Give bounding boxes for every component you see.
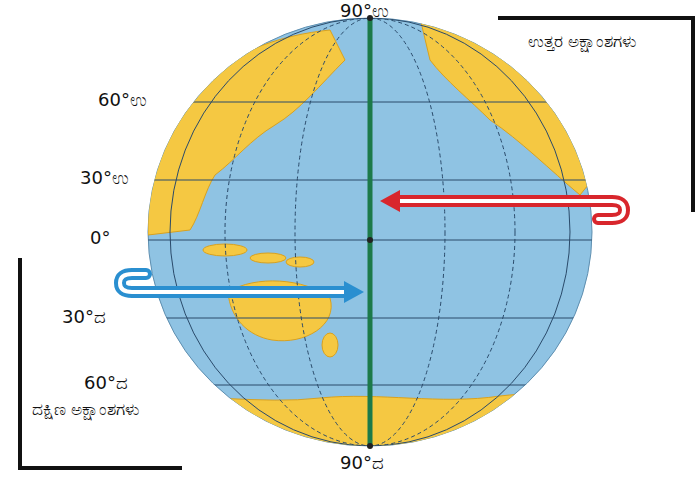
north-bracket	[498, 18, 693, 212]
island	[250, 253, 286, 263]
red-arrowhead	[380, 190, 400, 212]
hemisphere-label: ಉತ್ತರ ಅಕ್ಷಾಂಶಗಳು	[528, 30, 658, 53]
hemisphere-label: ದಕ್ಷಿಣ ಅಕ್ಷಾಂಶಗಳು	[32, 398, 157, 421]
south-bracket	[20, 258, 182, 468]
meridian	[225, 18, 515, 446]
pole-label: 90°ದ	[340, 452, 384, 474]
latitude-label: 0°	[90, 227, 110, 249]
asia	[148, 30, 345, 235]
latitude-label: 30°ದ	[62, 306, 106, 328]
red-arrow	[396, 201, 624, 219]
meridian	[170, 18, 570, 446]
pole-label: 90°ಉ	[340, 0, 389, 22]
blue-arrow-inner	[120, 274, 346, 292]
latitude-label: 60°ದ	[84, 372, 128, 394]
latitude-label: 30°ಉ	[80, 167, 129, 189]
grid	[140, 18, 600, 446]
centre-dot	[367, 237, 373, 243]
blue-arrow	[120, 274, 346, 292]
island	[322, 333, 338, 357]
pole-dot	[367, 443, 373, 449]
latitude-label: 60°ಉ	[98, 89, 147, 111]
red-arrow-inner	[396, 201, 624, 219]
continents	[130, 18, 620, 460]
meridian	[295, 18, 445, 446]
axis-line	[368, 18, 373, 446]
island	[286, 257, 314, 267]
antarctica	[130, 394, 620, 460]
blue-arrowhead	[344, 281, 364, 303]
